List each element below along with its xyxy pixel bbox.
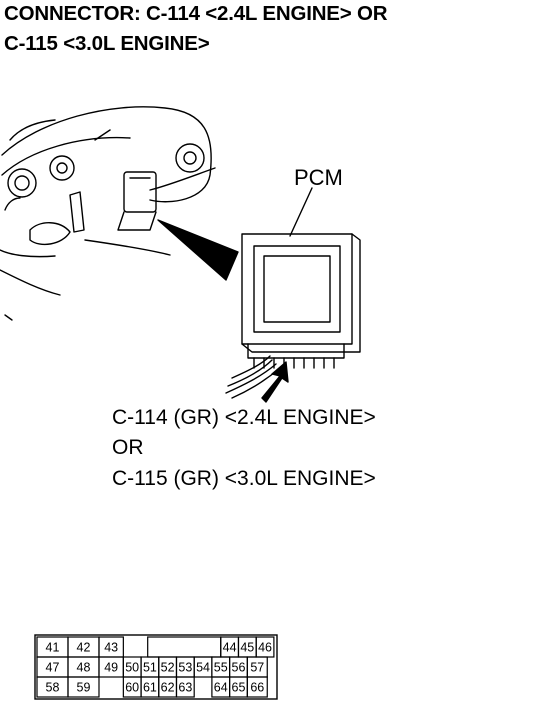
pin-cell: [148, 637, 172, 657]
pcm-label: PCM: [294, 165, 343, 190]
pin-cell: [175, 676, 195, 698]
pin-number: 51: [143, 661, 157, 675]
pin-cell: [172, 637, 196, 657]
pin-number: 57: [250, 661, 264, 675]
pin-number: 45: [240, 641, 254, 655]
dashboard-pcm-illustration: [0, 106, 361, 403]
pin-number: 47: [46, 661, 60, 675]
wire-harness: [225, 355, 281, 399]
pin-number: 44: [223, 641, 237, 655]
gauge-center: [49, 155, 75, 181]
pin-cell: [99, 677, 123, 697]
gauge-left: [7, 168, 37, 198]
pin-number: 52: [161, 661, 175, 675]
dashboard-outline: [1, 106, 212, 203]
pin-cell: [67, 676, 100, 698]
pin-number: 53: [178, 661, 192, 675]
pcm-leader-line: [289, 187, 313, 237]
pin-number: 43: [104, 641, 118, 655]
pin-number: 61: [143, 681, 157, 695]
pin-number: 65: [232, 681, 246, 695]
pin-cell: [194, 677, 212, 697]
title-line-2: C-115 <3.0L ENGINE>: [4, 32, 210, 55]
gauge-right: [175, 143, 205, 173]
pin-number: 64: [214, 681, 228, 695]
pin-number: 58: [46, 681, 60, 695]
pin-number: 60: [125, 681, 139, 695]
pin-cell: [123, 637, 147, 657]
pin-number: 63: [178, 681, 192, 695]
pin-number: 41: [46, 641, 60, 655]
relay-block: [123, 171, 157, 213]
pin-number: 66: [250, 681, 264, 695]
connector-caption-line-2: OR: [112, 436, 144, 459]
pointer-wedge: [157, 219, 239, 281]
connector-caption-line-1: C-114 (GR) <2.4L ENGINE>: [112, 406, 376, 429]
pin-number: 62: [161, 681, 175, 695]
pin-number: 48: [77, 661, 91, 675]
pin-number: 50: [125, 661, 139, 675]
pinout-blank-block: [147, 636, 222, 658]
pin-number: 56: [232, 661, 246, 675]
pcm-connector: [247, 343, 345, 359]
pin-cell: [246, 676, 268, 698]
pin-number: 46: [258, 641, 272, 655]
connector-arrow: [261, 361, 289, 403]
pin-number: 42: [77, 641, 91, 655]
connector-caption-line-3: C-115 (GR) <3.0L ENGINE>: [112, 467, 376, 490]
pinout-frame: [34, 634, 278, 700]
pin-number: 49: [104, 661, 118, 675]
title-line-1: CONNECTOR: C-114 <2.4L ENGINE> OR: [4, 2, 388, 25]
pin-number: 55: [214, 661, 228, 675]
pin-number: 54: [196, 661, 210, 675]
pin-cell: [196, 637, 220, 657]
pcm-box: [241, 233, 353, 345]
pin-number: 59: [77, 681, 91, 695]
